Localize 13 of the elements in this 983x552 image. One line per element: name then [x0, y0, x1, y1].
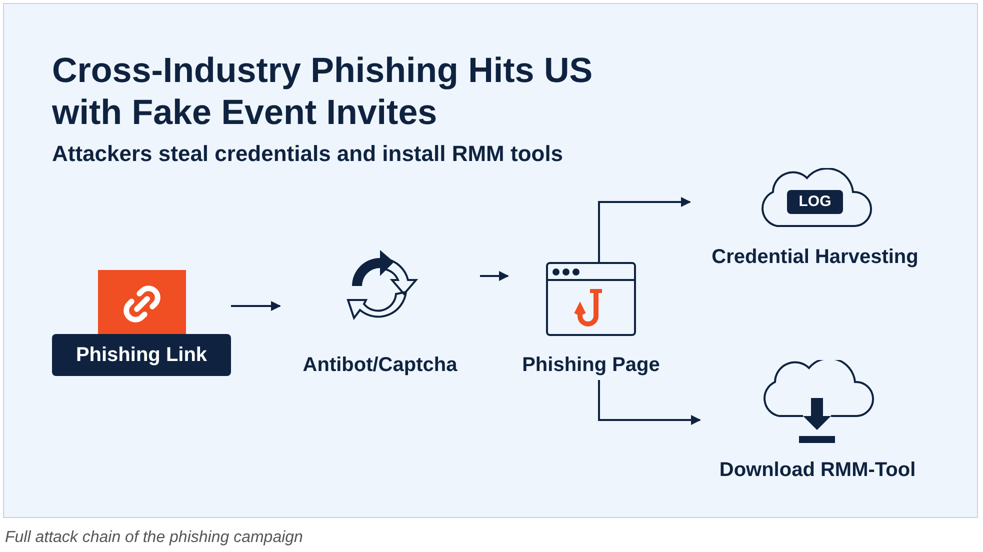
arrow: [598, 197, 691, 262]
arrow: [231, 301, 281, 311]
title: Cross-Industry Phishing Hits US with Fake Event Invites: [52, 50, 594, 134]
node-label: Antibot/Captcha: [302, 353, 458, 378]
log-badge: LOG: [787, 190, 843, 214]
node-label: Credential Harvesting: [710, 245, 920, 270]
arrow: [480, 271, 509, 281]
node-label: Phishing Page: [521, 353, 661, 378]
node-label: Download RMM-Tool: [718, 458, 917, 483]
arrow: [598, 380, 701, 425]
subtitle: Attackers steal credentials and install RMM tools: [52, 140, 564, 168]
node-label: Phishing Link: [52, 334, 231, 376]
caption: Full attack chain of the phishing campaign: [5, 528, 303, 548]
